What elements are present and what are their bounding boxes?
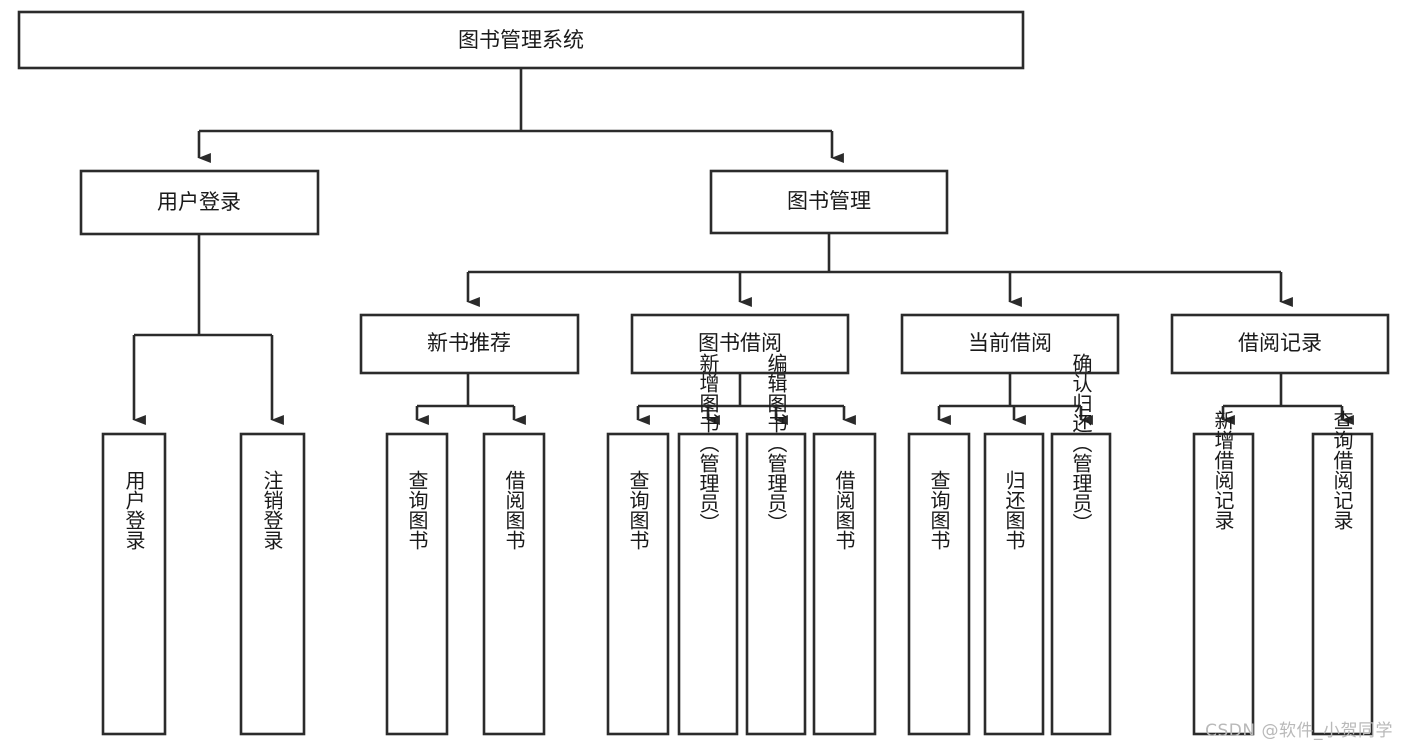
node-leaf-return-book[interactable]: 归还图书 (983, 432, 1045, 736)
node-current-borrow-label: 当前借阅 (968, 331, 1052, 355)
node-user-login-box[interactable] (79, 169, 320, 236)
node-leaf-logout[interactable]: 注销登录 (239, 432, 306, 736)
node-leaf-borrow-book-2-box[interactable] (812, 432, 877, 736)
node-book-manage[interactable]: 图书管理 (709, 169, 949, 235)
node-current-borrow-box[interactable] (900, 313, 1120, 375)
node-leaf-query-book-2[interactable]: 查询图书 (606, 432, 670, 736)
node-root-label: 图书管理系统 (458, 28, 584, 52)
node-leaf-query-book-1[interactable]: 查询图书 (385, 432, 449, 736)
node-book-borrow-label: 图书借阅 (698, 331, 782, 355)
node-leaf-query-book-2-box[interactable] (606, 432, 670, 736)
node-borrow-record-label: 借阅记录 (1238, 331, 1322, 355)
node-leaf-logout-box[interactable] (239, 432, 306, 736)
node-book-manage-box[interactable] (709, 169, 949, 235)
node-leaf-add-record[interactable]: 新增借阅记录 (1192, 410, 1255, 736)
node-leaf-confirm-return-box[interactable] (1050, 432, 1112, 736)
node-book-manage-label: 图书管理 (787, 189, 871, 213)
node-leaf-borrow-book-2[interactable]: 借阅图书 (812, 432, 877, 736)
node-leaf-confirm-return-label: 确认归还（管理员） (1069, 353, 1093, 533)
node-leaf-confirm-return[interactable]: 确认归还（管理员） (1050, 353, 1112, 736)
node-leaf-edit-book[interactable]: 编辑图书（管理员） (745, 353, 807, 736)
node-leaf-user-login-label: 用户登录 (122, 470, 146, 550)
node-new-book-recommend-box[interactable] (359, 313, 580, 375)
node-leaf-query-record-box[interactable] (1311, 432, 1374, 736)
node-leaf-add-record-label: 新增借阅记录 (1211, 410, 1235, 530)
node-leaf-add-book[interactable]: 新增图书（管理员） (677, 353, 739, 736)
node-user-login-label: 用户登录 (157, 190, 241, 214)
node-leaf-query-book-3[interactable]: 查询图书 (907, 432, 971, 736)
node-book-borrow[interactable]: 图书借阅 (630, 313, 850, 375)
node-leaf-return-book-label: 归还图书 (1002, 470, 1026, 550)
node-leaf-add-book-label: 新增图书（管理员） (696, 353, 720, 533)
connector-group-book-manage (466, 233, 1293, 308)
connector-group-borrow-record (1221, 373, 1354, 426)
node-root[interactable]: 图书管理系统 (17, 10, 1025, 70)
node-leaf-query-book-3-box[interactable] (907, 432, 971, 736)
node-leaf-return-book-box[interactable] (983, 432, 1045, 736)
node-leaf-query-book-2-label: 查询图书 (626, 470, 650, 550)
connector-group-root (197, 68, 844, 164)
connector-group-book-borrow (636, 373, 856, 426)
node-leaf-borrow-book-1[interactable]: 借阅图书 (482, 432, 546, 736)
node-leaf-logout-label: 注销登录 (260, 470, 284, 550)
node-borrow-record[interactable]: 借阅记录 (1170, 313, 1390, 375)
node-leaf-query-book-1-box[interactable] (385, 432, 449, 736)
node-root-box[interactable] (17, 10, 1025, 70)
node-leaf-borrow-book-2-label: 借阅图书 (832, 470, 856, 550)
node-borrow-record-box[interactable] (1170, 313, 1390, 375)
node-leaf-borrow-book-1-box[interactable] (482, 432, 546, 736)
node-leaf-query-book-1-label: 查询图书 (405, 470, 429, 550)
connector-group-current-borrow (937, 373, 1093, 426)
node-leaf-query-record[interactable]: 查询借阅记录 (1311, 410, 1374, 736)
node-leaf-add-record-box[interactable] (1192, 432, 1255, 736)
node-leaf-edit-book-label: 编辑图书（管理员） (764, 353, 788, 533)
node-new-book-recommend[interactable]: 新书推荐 (359, 313, 580, 375)
node-leaf-borrow-book-1-label: 借阅图书 (502, 470, 526, 550)
node-leaf-query-book-3-label: 查询图书 (927, 470, 951, 550)
node-book-borrow-box[interactable] (630, 313, 850, 375)
node-leaf-query-record-label: 查询借阅记录 (1330, 410, 1354, 530)
connector-group-user-login (132, 234, 284, 426)
node-leaf-edit-book-box[interactable] (745, 432, 807, 736)
node-leaf-user-login-box[interactable] (101, 432, 167, 736)
connector-group-new-book-recommend (415, 373, 526, 426)
node-leaf-add-book-box[interactable] (677, 432, 739, 736)
node-current-borrow[interactable]: 当前借阅 (900, 313, 1120, 375)
node-new-book-recommend-label: 新书推荐 (427, 331, 511, 355)
node-user-login[interactable]: 用户登录 (79, 169, 320, 236)
node-leaf-user-login[interactable]: 用户登录 (101, 432, 167, 736)
